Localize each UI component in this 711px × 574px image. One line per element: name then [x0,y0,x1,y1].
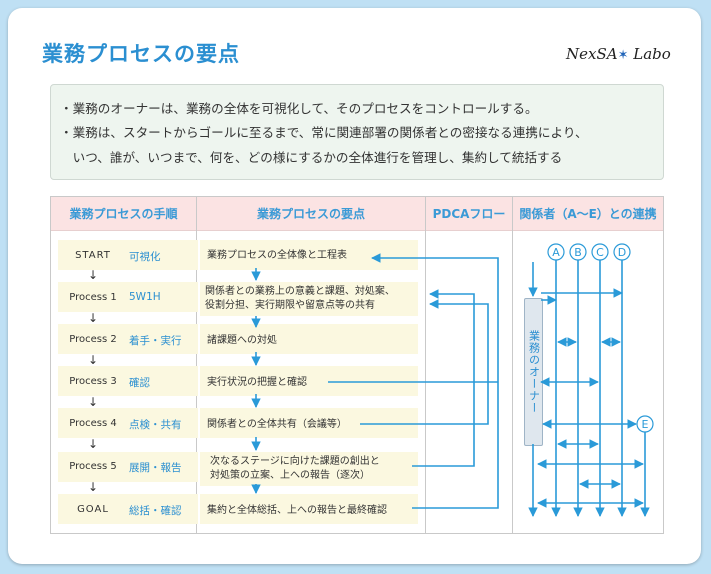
step-row-bg [58,240,198,270]
step-label: Process 1 [69,292,117,303]
down-arrow-icon: ↓ [88,353,99,367]
point-row-bg [200,240,418,270]
stakeholder-label: A [552,246,560,259]
phase-label: 着手・実行 [129,335,182,347]
column-divider [425,197,426,533]
phase-label: 展開・報告 [129,462,182,474]
step-label: Process 5 [69,461,117,472]
owner-bar: 業務のオーナー [524,298,543,446]
point-text: 業務プロセスの全体像と工程表 [207,250,347,261]
stakeholder-label: C [596,246,604,259]
pdca-loop-inner [360,299,489,425]
page-title: 業務プロセスの要点 [42,42,240,66]
down-arrow-icon: ↓ [88,437,99,451]
down-arrow-icon: ↓ [88,480,99,494]
header-steps: 業務プロセスの手順 [51,197,196,231]
step-row-bg [58,366,198,396]
step-row-bg [58,408,198,438]
down-arrow-icon: ↓ [88,311,99,325]
step-label: START [75,250,111,261]
process-table: 業務プロセスの手順 業務プロセスの要点 PDCAフロー 関係者（A～E）との連携 [50,196,664,534]
column-divider [512,197,513,533]
point-row-bg [200,408,418,438]
stakeholder-label: D [618,246,626,259]
point-text: 諸課題への対処 [207,335,277,346]
point-row-bg [200,282,418,316]
summary-box [50,84,664,180]
step-label: GOAL [77,504,109,515]
point-row-bg [200,324,418,354]
point-text: 実行状況の把握と確認 [207,377,307,388]
stakeholder-label: E [642,418,649,431]
header-stakeholders: 関係者（A～E）との連携 [513,197,663,231]
bullet-text: ・業務は、スタートからゴールに至るまで、常に関連部署の関係者との密接なる連携によ… [60,125,588,140]
stakeholder-label: B [574,246,582,259]
bullet-text: ・業務のオーナーは、業務の全体を可視化して、そのプロセスをコントロールする。 [60,101,538,116]
point-text: 対処策の立案、上への報告（逐次） [210,470,370,481]
step-label: Process 2 [69,334,117,345]
down-arrow-icon: ↓ [88,268,99,282]
step-label: Process 3 [69,376,117,387]
pdca-loop-middle [412,289,475,467]
brand-logo: NexSA✶ Labo [566,45,671,63]
point-row-bg [200,366,418,396]
phase-label: 総括・確認 [129,505,182,517]
down-arrow-icon: ↓ [88,395,99,409]
step-row-bg [58,282,198,312]
point-text: 役割分担、実行期限や留意点等の共有 [205,300,375,311]
point-row-bg [200,494,418,524]
header-points: 業務プロセスの要点 [197,197,425,231]
point-text: 集約と全体総括、上への報告と最終確認 [207,505,387,516]
phase-label: 可視化 [129,251,161,263]
phase-label: 5W1H [129,291,161,303]
step-row-bg [58,494,198,524]
step-label: Process 4 [69,418,117,429]
column-divider [196,197,197,533]
pdca-loop-outer [371,253,499,509]
step-row-bg [58,452,198,482]
phase-label: 点検・共有 [129,419,182,431]
point-text: 次なるステージに向けた課題の創出と [210,456,380,467]
point-row-bg [200,452,418,486]
phase-label: 確認 [129,377,150,389]
header-pdca: PDCAフロー [426,197,512,231]
step-row-bg [58,324,198,354]
star-icon: ✶ [617,48,629,63]
point-text: 関係者との業務上の意義と課題、対処案、 [205,286,395,297]
bullet-text: いつ、誰が、いつまで、何を、どの様にするかの全体進行を管理し、集約して統括する [60,150,563,165]
point-text: 関係者との全体共有（会議等） [207,419,347,430]
